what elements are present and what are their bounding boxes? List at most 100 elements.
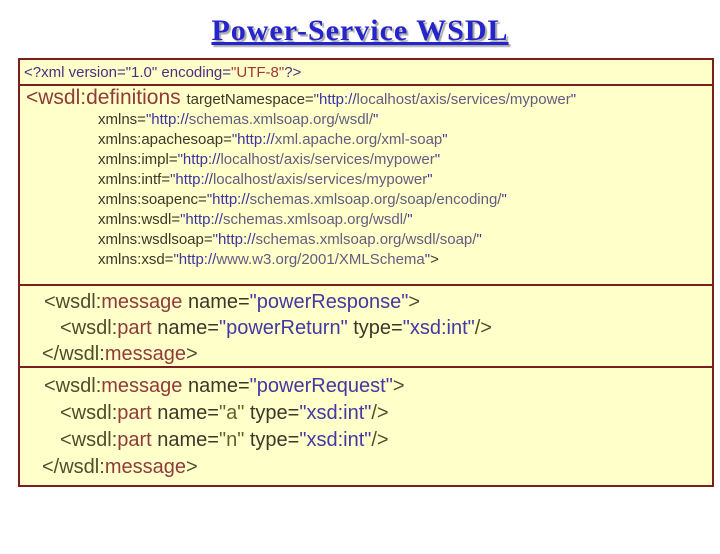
- code-token-attr: xmlns=: [98, 111, 146, 128]
- code-token-url: schemas.xmlsoap.org/wsdl/: [222, 211, 408, 228]
- code-line: xmlns:impl="http://localhost/axis/servic…: [20, 150, 712, 170]
- code-token-tag: part: [117, 317, 152, 339]
- power-response-message-box: <wsdl:message name="powerResponse"><wsdl…: [18, 284, 714, 368]
- code-token-decl: <?xml version="1.0" encoding=: [24, 64, 232, 81]
- code-token-pfx: >: [185, 343, 198, 365]
- code-token-q: "http://: [173, 251, 217, 268]
- code-token-q: "http://: [212, 231, 256, 248]
- code-token-q: "http://: [177, 151, 221, 168]
- code-token-attr: name=: [151, 402, 219, 424]
- code-token-url: localhost/axis/services/mypower: [356, 91, 571, 108]
- code-token-q: "http://: [313, 91, 357, 108]
- code-token-valo: "n": [218, 429, 245, 451]
- code-token-attr: type=: [347, 317, 403, 339]
- code-line: <wsdl:definitions targetNamespace="http:…: [20, 86, 712, 110]
- code-line: <wsdl:message name="powerResponse">: [20, 289, 712, 315]
- code-token-q: "http://: [206, 191, 250, 208]
- code-token-val: "xsd:int": [299, 402, 372, 424]
- code-token-pfx: <wsdl:: [60, 402, 118, 424]
- code-token-tag: message: [101, 375, 183, 397]
- code-token-pfx: <wsdl:: [60, 429, 118, 451]
- code-token-tag: part: [117, 402, 152, 424]
- code-token-pfx: />: [371, 402, 389, 424]
- code-token-red: "UTF-8": [231, 64, 285, 81]
- code-token-q: ": [407, 211, 413, 228]
- code-line: </wsdl:message>: [20, 341, 712, 366]
- code-token-pfx: />: [371, 429, 389, 451]
- code-token-attr: xmlns:wsdlsoap=: [98, 231, 213, 248]
- code-token-attr: type=: [244, 429, 300, 451]
- code-token-q: "http://: [170, 171, 213, 188]
- code-token-pfx: />: [474, 317, 492, 339]
- code-token-pfx: <wsdl:: [44, 375, 102, 397]
- code-token-url: xml.apache.org/xml-soap: [274, 131, 443, 148]
- code-token-q: ": [373, 111, 379, 128]
- code-token-attr: xmlns:impl=: [98, 151, 178, 168]
- code-token-q: "http://: [231, 131, 275, 148]
- code-line: xmlns:xsd="http://www.w3.org/2001/XMLSch…: [20, 250, 712, 270]
- code-token-tag: message: [104, 343, 186, 365]
- code-token-q: ": [476, 231, 482, 248]
- code-line: xmlns:apachesoap="http://xml.apache.org/…: [20, 130, 712, 150]
- code-token-pfx: >: [408, 291, 421, 313]
- code-token-url: localhost/axis/services/mypower: [220, 151, 435, 168]
- code-token-q: ": [442, 131, 448, 148]
- code-token-tag-xl: <wsdl:definitions: [26, 86, 187, 109]
- code-token-q: ": [427, 171, 433, 188]
- code-token-url: www.w3.org/2001/XMLSchema: [216, 251, 425, 268]
- xml-declaration-box: <?xml version="1.0" encoding="UTF-8"?>: [18, 58, 714, 86]
- code-token-val: "xsd:int": [402, 317, 475, 339]
- code-token-attr: xmlns:xsd=: [98, 251, 174, 268]
- code-token-attr: name=: [182, 291, 250, 313]
- code-line: </wsdl:message>: [20, 454, 712, 481]
- code-token-attr: name=: [151, 429, 219, 451]
- code-token-tag: message: [101, 291, 183, 313]
- code-token-q: ": [570, 91, 577, 108]
- code-token-q: "http://: [145, 111, 189, 128]
- code-token-url: schemas.xmlsoap.org/wsdl/soap/: [255, 231, 477, 248]
- slide-title: Power-Service WSDL: [211, 14, 509, 47]
- code-token-decl: ?>: [284, 64, 302, 81]
- wsdl-definitions-box: <wsdl:definitions targetNamespace="http:…: [18, 84, 714, 286]
- code-line: xmlns:wsdlsoap="http://schemas.xmlsoap.o…: [20, 230, 712, 250]
- code-token-pfx: <wsdl:: [44, 291, 102, 313]
- code-token-attr: type=: [244, 402, 300, 424]
- code-line: xmlns:intf="http://localhost/axis/servic…: [20, 170, 712, 190]
- code-token-q: "http://: [180, 211, 223, 228]
- code-token-pfx: </wsdl:: [42, 343, 105, 365]
- code-line: <wsdl:part name="n" type="xsd:int"/>: [20, 427, 712, 454]
- code-token-attr: name=: [151, 317, 219, 339]
- slide: { "title": "Power-Service WSDL", "colors…: [0, 14, 720, 554]
- code-token-pfx: >: [185, 456, 198, 478]
- code-line: <wsdl:part name="a" type="xsd:int"/>: [20, 400, 712, 427]
- code-token-tag: part: [117, 429, 152, 451]
- code-token-url: localhost/axis/services/mypower: [212, 171, 428, 188]
- code-line: <wsdl:message name="powerRequest">: [20, 373, 712, 400]
- code-token-url: schemas.xmlsoap.org/wsdl/: [188, 111, 374, 128]
- code-token-q: ": [424, 251, 431, 268]
- code-token-pfx: >: [392, 375, 405, 397]
- code-line: xmlns:wsdl="http://schemas.xmlsoap.org/w…: [20, 210, 712, 230]
- code-token-val: "powerResponse": [249, 291, 409, 313]
- power-request-message-box: <wsdl:message name="powerRequest"><wsdl:…: [18, 366, 714, 487]
- code-line: xmlns:soapenc="http://schemas.xmlsoap.or…: [20, 190, 712, 210]
- code-token-attr: >: [430, 251, 439, 268]
- code-line: <wsdl:part name="powerReturn" type="xsd:…: [20, 315, 712, 341]
- code-token-attr: xmlns:wsdl=: [98, 211, 181, 228]
- code-token-tag: message: [104, 456, 186, 478]
- code-token-val: "powerReturn": [218, 317, 348, 339]
- code-token-attr: xmlns:intf=: [98, 171, 171, 188]
- code-token-attr: xmlns:soapenc=: [98, 191, 207, 208]
- code-token-attr: name=: [182, 375, 250, 397]
- code-token-attr: xmlns:apachesoap=: [98, 131, 232, 148]
- code-token-val: "xsd:int": [299, 429, 372, 451]
- code-line: xmlns="http://schemas.xmlsoap.org/wsdl/": [20, 110, 712, 130]
- code-token-url: schemas.xmlsoap.org/soap/encoding/: [249, 191, 502, 208]
- code-token-val: "powerRequest": [249, 375, 393, 397]
- code-token-pfx: </wsdl:: [42, 456, 105, 478]
- code-token-q: ": [434, 151, 441, 168]
- code-line: <?xml version="1.0" encoding="UTF-8"?>: [20, 63, 712, 83]
- code-token-attr: targetNamespace=: [186, 91, 314, 108]
- code-token-q: ": [501, 191, 507, 208]
- code-token-valo: "a": [218, 402, 245, 424]
